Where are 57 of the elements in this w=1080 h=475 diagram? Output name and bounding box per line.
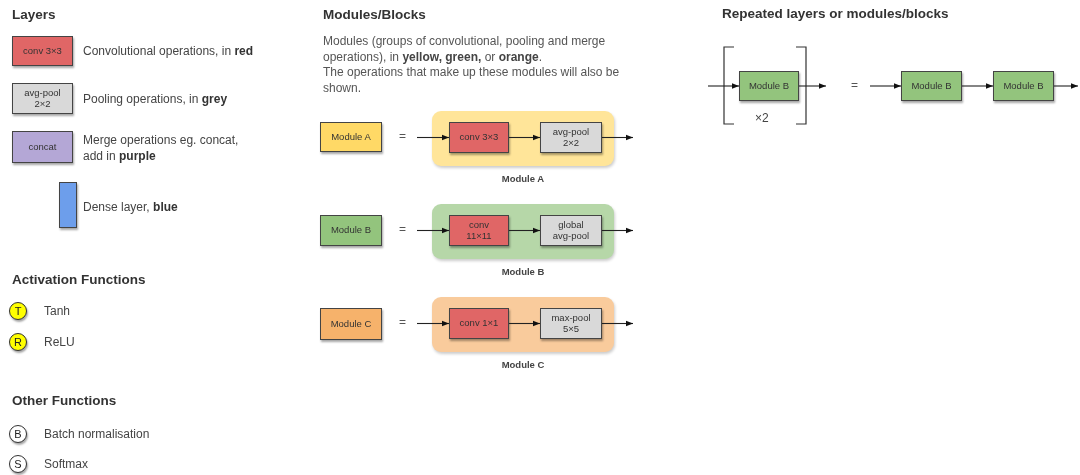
description-text: Modules (groups of convolutional, pooling and merge operations), in yellow, green, or orange. xyxy=(323,34,607,65)
description-text: The operations that make up these modules will also be shown. xyxy=(323,65,621,96)
arrow xyxy=(601,227,634,234)
conv-layer-box: conv 1×1 xyxy=(449,308,509,339)
legend-description: Tanh xyxy=(44,303,71,319)
section-heading: Modules/Blocks xyxy=(323,7,426,22)
arrow xyxy=(707,83,740,89)
activation-circle: T xyxy=(9,302,27,320)
equals-sign: = xyxy=(851,78,858,92)
merge-layer-box: concat xyxy=(12,131,73,163)
module-caption: Module A xyxy=(500,174,546,185)
function-circle: B xyxy=(9,425,27,443)
arrow xyxy=(508,227,541,234)
arrow xyxy=(416,227,450,234)
module-caption: Module C xyxy=(500,360,546,371)
activation-circle: R xyxy=(9,333,27,351)
arrow xyxy=(1053,83,1079,89)
legend-description: Pooling operations, in grey xyxy=(83,91,228,107)
module-box: Module A xyxy=(320,122,382,152)
legend-description: Batch normalisation xyxy=(44,426,150,442)
section-heading: Other Functions xyxy=(12,393,117,408)
module-box: Module B xyxy=(993,71,1054,101)
arrow xyxy=(416,320,450,327)
legend-description: ReLU xyxy=(44,334,75,350)
conv-layer-box: conv 3×3 xyxy=(12,36,73,66)
module-box: Module B xyxy=(739,71,799,101)
section-heading: Layers xyxy=(12,7,56,22)
dense-layer-bar xyxy=(59,182,77,228)
module-box: Module C xyxy=(320,308,382,340)
repeat-count: ×2 xyxy=(755,110,769,126)
legend-description: Convolutional operations, in red xyxy=(83,43,254,59)
arrow xyxy=(601,320,634,327)
arrow xyxy=(508,320,541,327)
legend-description: Dense layer, blue xyxy=(83,199,178,215)
arrow xyxy=(416,134,450,141)
equals-sign: = xyxy=(399,315,406,329)
arrow xyxy=(869,83,902,89)
equals-sign: = xyxy=(399,129,406,143)
arrow xyxy=(961,83,994,89)
legend-description: Merge operations eg. concat, add in purple xyxy=(83,132,240,164)
section-heading: Repeated layers or modules/blocks xyxy=(722,6,949,21)
module-box: Module B xyxy=(901,71,962,101)
module-caption: Module B xyxy=(500,267,546,278)
pool-layer-box: max-pool 5×5 xyxy=(540,308,602,339)
arrow xyxy=(601,134,634,141)
arrow xyxy=(508,134,541,141)
equals-sign: = xyxy=(399,222,406,236)
conv-layer-box: conv 11×11 xyxy=(449,215,509,246)
pool-layer-box: avg-pool 2×2 xyxy=(12,83,73,114)
pool-layer-box: avg-pool 2×2 xyxy=(540,122,602,153)
arrow xyxy=(798,83,827,89)
conv-layer-box: conv 3×3 xyxy=(449,122,509,153)
legend-description: Softmax xyxy=(44,456,88,472)
section-heading: Activation Functions xyxy=(12,272,146,287)
function-circle: S xyxy=(9,455,27,473)
module-box: Module B xyxy=(320,215,382,246)
pool-layer-box: global avg-pool xyxy=(540,215,602,246)
